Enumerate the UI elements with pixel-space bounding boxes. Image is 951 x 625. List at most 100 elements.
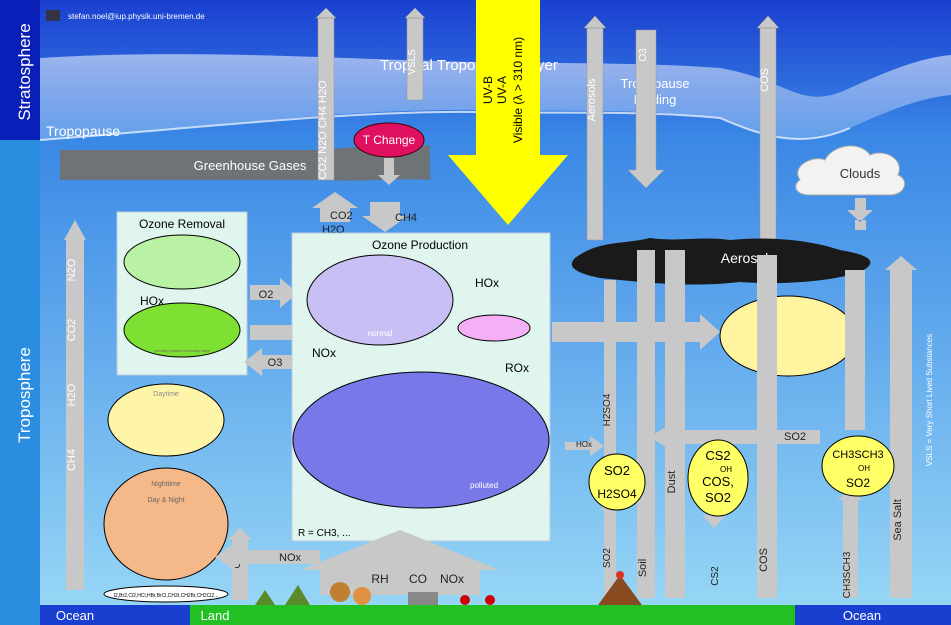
ch3sch3-arrow-label: CH3SCH3 [842,551,853,598]
soil-arrow [637,250,655,598]
land-label: Land [201,608,230,623]
land-illustrations [255,571,642,605]
daytime-label: Daytime [153,391,179,398]
r-equals-label: R = CH3, ... [298,528,351,539]
cs2-circle-label: CS2 [705,448,730,463]
o3-label: O3 [268,357,283,369]
aerosols-arrow-label: Aerosols [586,78,598,121]
ozone-removal-title: Ozone Removal [139,217,225,231]
aerosols-up-arrow [583,15,607,241]
tropopause-label: Tropopause [46,123,120,139]
o2-arrow [250,278,298,308]
uv-a-label: UV-A [495,76,509,104]
cos-up-arrow [756,15,780,251]
halogen-source-label: I2,Br2,Cl2,HCl,HBr,BrCl,CH3I,CH2Br,CH2Cl… [114,593,219,599]
nox-bottom-label: NOx [279,552,302,564]
ch4-down-arrow [362,202,408,232]
dms-circle-label: CH3SCH3 [832,449,883,461]
hox-small-label: HOx [576,440,592,449]
cs2-circle [687,439,749,517]
h2so4-arrow [604,280,616,460]
daytime-ellipse [107,383,225,457]
halogen-ellipse [719,295,857,377]
so2-mid-label: SO2 [784,431,806,443]
ch4-small-label: CH4 [395,212,417,224]
nox-big-label: NOx [440,572,464,586]
o3-arrow-label: O3 [638,48,649,62]
polluted-label: polluted [470,481,498,490]
halogen-source-ellipse [103,585,229,603]
vsls-top-label: VSLS [407,49,418,75]
seasalt-label: Sea Salt [892,499,904,541]
ocean-left-strip [40,605,190,625]
rh-label: RH [371,572,388,586]
soil-label: Soil [637,559,649,577]
h2o-left-label: H2O [66,383,78,406]
n2o-left-label: N2O [66,258,78,281]
land-strip [190,605,795,625]
seasalt-arrow [885,256,917,598]
cos-low-arrow [757,255,777,598]
seasalt-up-arrow [845,270,865,430]
ocean-left-label: Ocean [56,608,94,623]
so2-circle-top: SO2 [604,463,630,478]
connector-bar [250,325,292,340]
vsls-up-arrow [404,7,426,101]
h2so4-arrow-label: H2SO4 [602,393,613,426]
ch3sch3-arrow [838,488,863,598]
stratosphere-label: Stratosphere [15,23,34,120]
dms-oh-label: OH [858,464,870,473]
nox-label: NOx [312,346,336,360]
ghg-up-arrow [315,7,337,181]
cos-circle-label: COS, [702,474,734,489]
production-ellipse-polluted [292,371,550,509]
ocean-right-label: Ocean [843,608,881,623]
o3-down-arrow [627,29,665,189]
co2-n2o-label: CO2 N2O CH4 H2O [317,80,329,179]
removal-ellipse-top [123,234,241,290]
o2-label: O2 [259,289,274,301]
uv-b-label: UV-B [481,76,495,104]
greenhouse-label: Greenhouse Gases [194,158,307,173]
dust-label: Dust [666,471,678,494]
so2-bottom-arrow [600,498,620,598]
small-magenta-ellipse [457,314,531,342]
cloud-arrow [847,198,873,230]
tchange-arrow [378,158,400,185]
so2-bottom-label: SO2 [602,548,613,568]
so2-h2so4-circle [588,453,646,511]
daynight-label: Day & Night [147,497,184,504]
cs2-bottom-label: CS2 [710,566,721,586]
oh-circle-label: OH [720,465,732,474]
cos-low-label: COS [758,548,770,572]
hox-removal-label: HOx [140,294,164,308]
nighttime-label: Nighttime [151,481,181,488]
cos-top-label: COS [759,68,771,92]
dms-circle [821,435,895,497]
removal-ellipse-bottom [123,302,241,358]
night-ellipse [103,467,229,581]
ozone-production-title: Ozone Production [372,238,468,252]
o3-arrow [244,348,292,376]
so2-circle-label: SO2 [705,490,731,505]
production-ellipse-normal [306,254,454,346]
primarily-marine-text: primarily marine boundary layer [154,348,211,353]
stratosphere-band [0,0,40,140]
nox-left-arrow [215,543,320,571]
so2-mid-arrow [650,424,820,450]
hox-small-arrow [565,436,604,456]
greenhouse-band-left [60,150,330,180]
co2-small-label: CO2 [330,210,353,222]
visible-label: Visible (λ > 310 nm) [511,37,525,143]
cloud-shape [795,145,906,196]
rox-label: ROx [505,361,529,375]
vsls-note: VSLS = Very Short Lived Substances [925,334,934,466]
rh-co-nox-arrow [300,530,500,595]
left-vertical-arrow [64,220,86,590]
ch4-left-label: CH4 [66,449,78,471]
email-text: stefan.noel@iup.physik.uni-bremen.de [68,12,205,21]
co2-left-label: CO2 [66,319,78,342]
logo-icon [46,10,60,21]
